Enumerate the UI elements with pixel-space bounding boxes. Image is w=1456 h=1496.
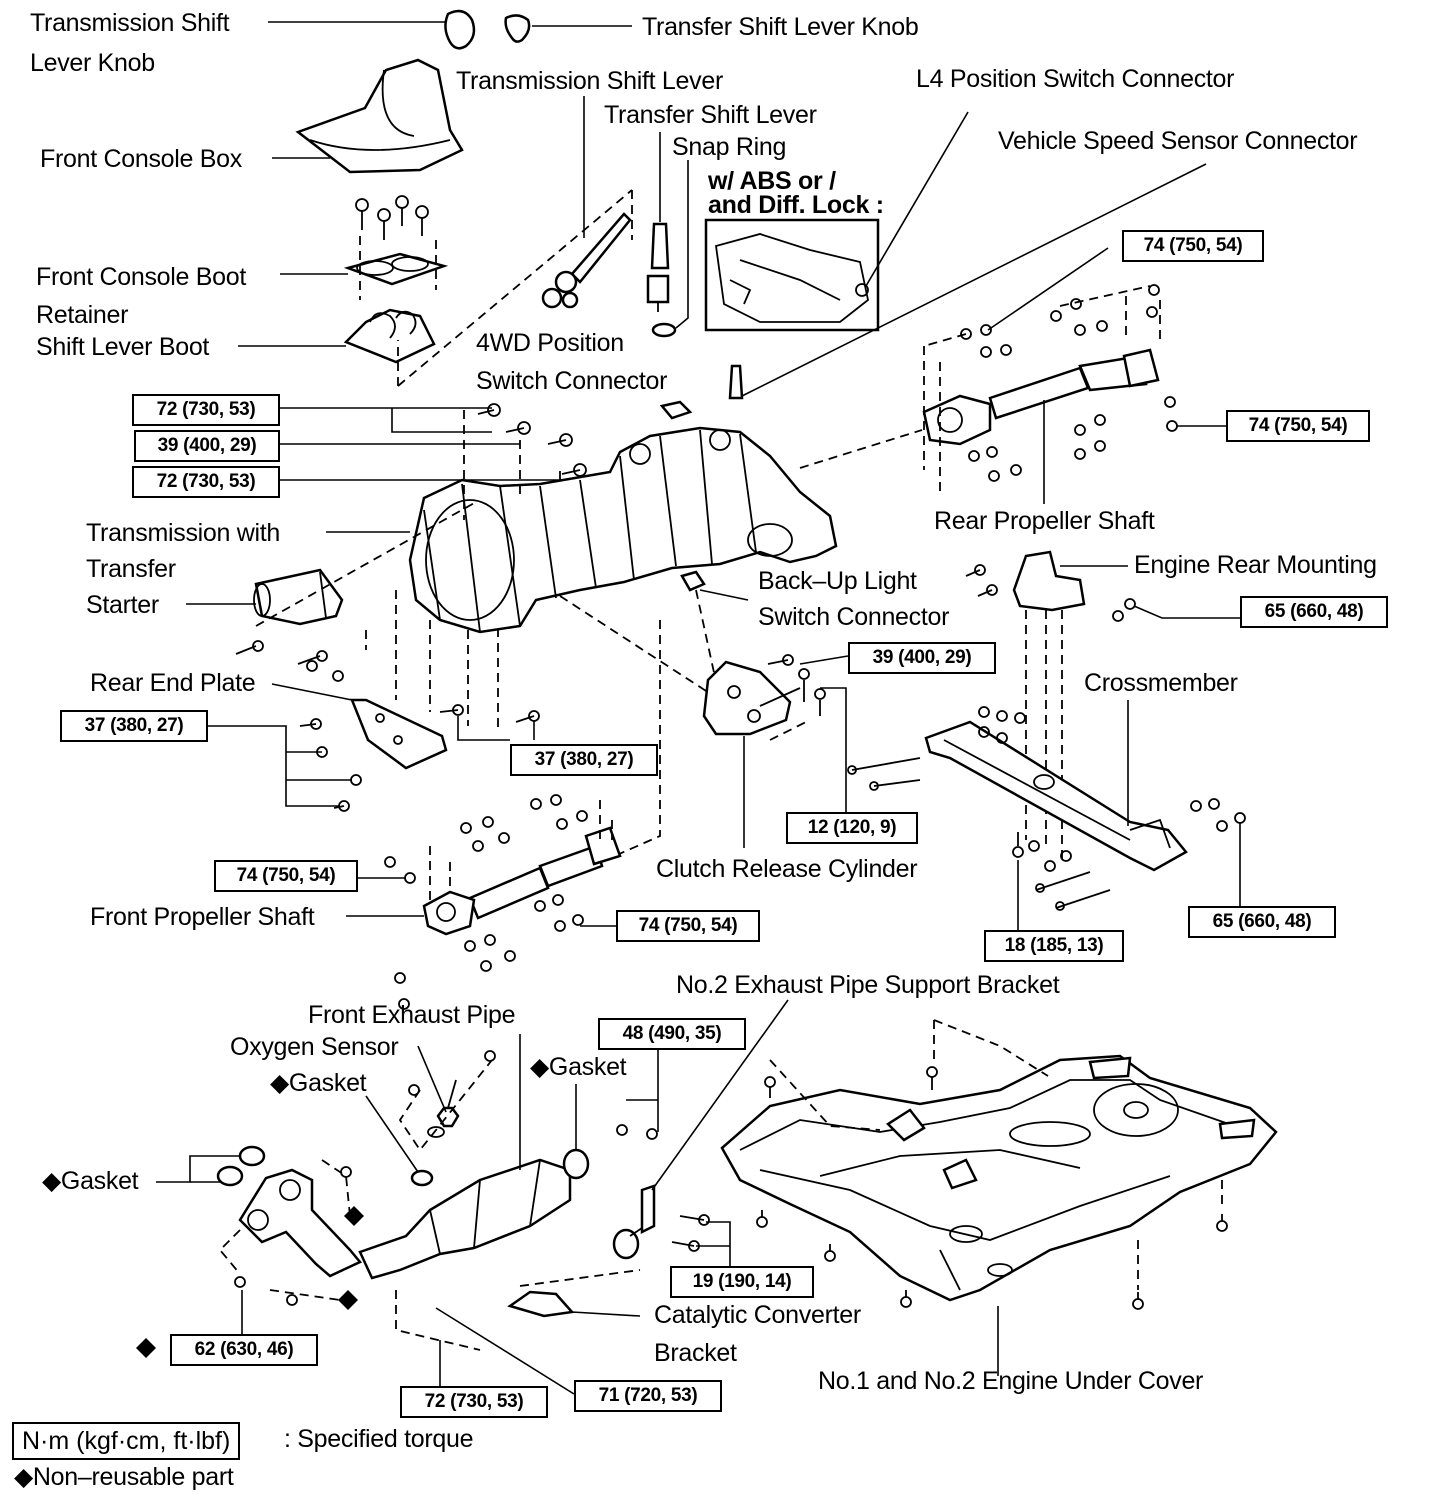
exhaust-manifold-flange-drawing [238,1168,362,1278]
transmission-knob-drawing [268,9,476,50]
label-backup-light-switch-connector: Back–Up Light [758,567,917,595]
front-console-box-drawing [272,58,464,174]
torque-clutch-cylinder-2: 12 (120, 9) [786,812,918,844]
label-transmission-shift-lever-knob-line2: Lever Knob [30,49,155,77]
legend-non-reusable: ◆Non–reusable part [14,1463,234,1491]
abs-inset-drawing [704,218,880,332]
torque-clutch-cylinder-1: 39 (400, 29) [848,642,996,674]
label-abs-note-line2: and Diff. Lock : [708,191,884,219]
label-rear-end-plate: Rear End Plate [90,669,256,697]
torque-trans-bolt-1: 72 (730, 53) [132,394,280,426]
label-transmission-with-transfer-line2: Transfer [86,555,176,583]
crossmember-drawing [924,700,1188,872]
label-catalytic-converter-bracket: Catalytic Converter [654,1301,861,1329]
label-abs-note: w/ ABS or / [708,167,836,195]
transfer-shift-lever-drawing [646,132,670,312]
label-4wd-position-switch-connector: 4WD Position [476,329,624,357]
torque-crossmember-left: 18 (185, 13) [984,930,1124,962]
transmission-shift-lever-drawing [541,96,632,309]
label-crossmember: Crossmember [1084,669,1238,697]
boot-retainer-drawing [280,252,449,286]
torque-trans-bolt-3: 72 (730, 53) [132,466,280,498]
clutch-cylinder-drawing [702,660,801,848]
label-gasket-left: ◆Gasket [42,1167,139,1195]
transfer-knob-drawing [504,14,632,43]
label-oxygen-sensor: Oxygen Sensor [230,1033,399,1061]
engine-rear-mount-drawing [1012,550,1128,612]
torque-exhaust-bolt: 71 (720, 53) [574,1380,722,1412]
torque-rear-end-plate-right: 37 (380, 27) [510,744,658,776]
front-exhaust-pipe-drawing [358,1034,590,1280]
label-backup-light-switch-connector-line2: Switch Connector [758,603,950,631]
cat-bracket-drawing [507,1290,641,1318]
legend-unit-description: : Specified torque [284,1425,474,1453]
torque-exhaust-gasket-flange: 48 (490, 35) [598,1018,746,1050]
label-transfer-shift-lever: Transfer Shift Lever [604,101,817,129]
label-starter: Starter [86,591,159,619]
label-shift-lever-boot: Shift Lever Boot [36,333,210,361]
no2-bracket-drawing [612,999,789,1260]
label-no2-exhaust-pipe-support-bracket: No.2 Exhaust Pipe Support Bracket [676,971,1060,999]
label-gasket-center: ◆Gasket [270,1069,367,1097]
snap-ring-drawing [651,160,689,338]
oxygen-sensor-drawing [417,1045,460,1138]
label-front-propeller-shaft: Front Propeller Shaft [90,903,315,931]
rear-propeller-shaft-drawing [922,348,1160,504]
label-front-console-boot-retainer: Front Console Boot [36,263,246,291]
label-front-exhaust-pipe: Front Exhaust Pipe [308,1001,516,1029]
torque-crossmember-right: 65 (660, 48) [1188,906,1336,938]
torque-engine-rear-mount: 65 (660, 48) [1240,596,1388,628]
rear-end-plate-drawing [271,683,448,770]
label-front-console-box: Front Console Box [40,145,242,173]
console-screws-drawing [355,195,429,240]
torque-cat-bracket-bolt: 72 (730, 53) [400,1386,548,1418]
label-vehicle-speed-sensor-connector: Vehicle Speed Sensor Connector [998,127,1358,155]
front-propeller-shaft-drawing [422,826,622,936]
torque-rear-prop-bottom: 74 (750, 54) [1226,410,1370,442]
label-4wd-position-switch-connector-line2: Switch Connector [476,367,668,395]
torque-manifold-nut: 62 (630, 46) [170,1334,318,1366]
transmission-case-drawing [408,426,838,634]
label-snap-ring: Snap Ring [672,133,787,161]
backup-connector-drawing [680,570,749,601]
torque-front-prop-top: 74 (750, 54) [214,860,358,892]
label-engine-rear-mounting: Engine Rear Mounting [1134,551,1377,579]
starter-drawing [186,568,344,626]
legend-unit-box: N·m (kgf·cm, ft·lbf) [12,1422,241,1460]
4wd-connector-drawing [659,400,693,420]
torque-trans-bolt-2: 39 (400, 29) [134,430,280,462]
torque-no2-bracket: 19 (190, 14) [670,1266,814,1298]
label-clutch-release-cylinder: Clutch Release Cylinder [656,855,918,883]
label-front-console-boot-retainer-line2: Retainer [36,301,129,329]
label-l4-position-switch-connector: L4 Position Switch Connector [916,65,1235,93]
shift-lever-boot-drawing [238,308,436,364]
gasket-center-drawing [365,1095,434,1187]
label-engine-under-cover: No.1 and No.2 Engine Under Cover [818,1367,1204,1395]
label-transmission-shift-lever-knob: Transmission Shift [30,9,230,37]
torque-rear-prop-top: 74 (750, 54) [1122,230,1264,262]
label-transfer-shift-lever-knob: Transfer Shift Lever Knob [642,13,919,41]
label-catalytic-converter-bracket-line2: Bracket [654,1339,737,1367]
torque-front-prop-bottom: 74 (750, 54) [616,910,760,942]
gasket-pair-drawing [156,1145,266,1187]
torque-rear-end-plate-left: 37 (380, 27) [60,710,208,742]
label-gasket-right: ◆Gasket [530,1053,627,1081]
engine-under-cover-drawing [720,1054,1278,1376]
vss-connector-drawing [728,163,1207,400]
label-rear-propeller-shaft: Rear Propeller Shaft [934,507,1155,535]
label-transmission-with-transfer: Transmission with [86,519,281,547]
label-transmission-shift-lever: Transmission Shift Lever [456,67,723,95]
